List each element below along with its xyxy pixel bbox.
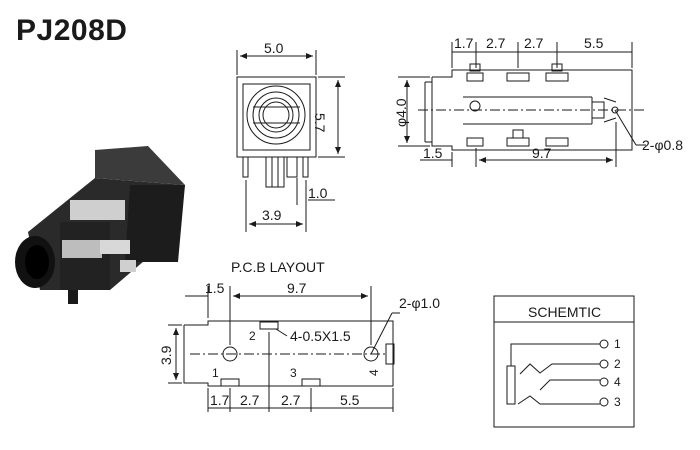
part-number-title: PJ208D — [16, 14, 128, 47]
pcb-height-label: 3.9 — [158, 345, 174, 365]
side-dim-3: 2.7 — [524, 35, 544, 51]
front-view — [236, 50, 345, 232]
side-left-offset-label: 1.5 — [423, 145, 443, 161]
front-width-label: 5.0 — [264, 40, 284, 56]
pcb-length-label: 9.7 — [287, 280, 307, 296]
side-hole-label: 2-φ0.8 — [642, 137, 683, 153]
schematic-pin-2: 2 — [614, 357, 621, 371]
side-dim-2: 2.7 — [486, 35, 506, 51]
pcb-bottom-dim-2: 2.7 — [240, 392, 260, 408]
pcb-bottom-dim-3: 2.7 — [281, 392, 301, 408]
pcb-pin-3-label: 3 — [290, 366, 297, 380]
side-dim-4: 5.5 — [584, 35, 604, 51]
schematic-box — [493, 295, 635, 428]
component-photo — [15, 146, 185, 304]
front-height-label: 5.7 — [312, 113, 328, 133]
schematic-title: SCHEMTIC — [528, 304, 601, 320]
front-pin-offset-label: 1.0 — [308, 185, 328, 201]
schematic-pin-1: 1 — [614, 337, 621, 351]
pcb-slot-label: 4-0.5X1.5 — [290, 328, 351, 344]
pcb-hole-label: 2-φ1.0 — [399, 295, 440, 311]
front-pin-gap-label: 3.9 — [262, 207, 282, 223]
side-length-label: 9.7 — [532, 145, 552, 161]
schematic-pin-4: 4 — [614, 375, 621, 389]
pcb-pin-4-label: 4 — [367, 369, 381, 376]
pcb-pin-1-label: 1 — [212, 366, 219, 380]
pcb-layout — [168, 286, 400, 412]
side-dim-1: 1.7 — [454, 35, 474, 51]
pcb-bottom-dim-4: 5.5 — [340, 392, 360, 408]
pcb-left-offset-label: 1.5 — [205, 280, 225, 296]
side-view — [398, 42, 646, 167]
pcb-layout-title: P.C.B LAYOUT — [231, 259, 325, 275]
side-diameter-label: φ4.0 — [393, 98, 409, 127]
pcb-bottom-dim-1: 1.7 — [210, 392, 230, 408]
schematic-pin-3: 3 — [614, 395, 621, 409]
pcb-pin-2-label: 2 — [249, 329, 256, 343]
